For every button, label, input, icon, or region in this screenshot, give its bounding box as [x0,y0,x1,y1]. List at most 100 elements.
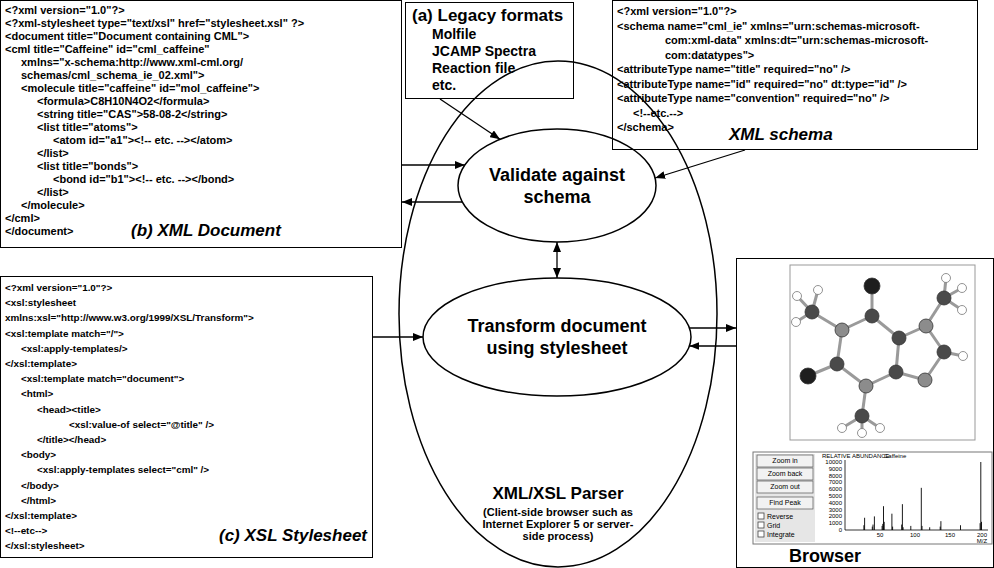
axis-tick: 10000 [825,459,842,465]
peak-line [960,525,961,530]
code-line: </list> [5,147,69,160]
molecule-panel [790,265,975,440]
atom-ball [937,291,951,305]
spectrum-peaks [864,462,982,530]
code-line: </molecule> [5,199,85,212]
code-line: <xsl:stylesheet [5,295,76,310]
code-line: schemas/cml_schema_ie_02.xml"> [5,69,204,82]
code-line: <list title="bonds"> [5,160,138,173]
code-line: <xsl:template match="/"> [5,326,124,341]
code-line: </title></head> [5,432,106,447]
format-item: etc. [412,77,563,94]
atom-ball [793,292,802,301]
axis-tick: 4000 [829,500,842,506]
button-label: Zoom in [772,457,797,464]
axis-tick: 3000 [829,507,842,513]
code-line: <?xml-stylesheet type="text/xsl" href="s… [5,17,304,30]
code-line: <attributeType name="convention" require… [617,91,890,106]
peak-line [891,514,892,530]
code-line: xmlns="x-schema:http://www.xml-cml.org/ [5,56,243,69]
box-caption: (b) XML Document [131,221,281,241]
atom-ball [792,318,801,327]
code-line: </html> [5,493,56,508]
flow-arrow [373,336,423,337]
atom-ball [805,305,819,319]
code-line: <xsl:apply-templates/> [5,341,127,356]
axis-tick: 150 [945,532,955,538]
axis-tick: 6000 [829,486,842,492]
code-line: </xsl:stylesheet> [5,538,85,553]
atom-ball [859,379,873,393]
process-label: Transform document using stylesheet [450,315,665,359]
code-line: <formula>C8H10N4O2</formula> [5,95,209,108]
flow-arrow [689,345,736,346]
flow-arrow [402,201,462,202]
code-line: <schema name="cml_ie" xmlns="urn:schemas… [617,19,920,34]
x-axis [845,530,988,531]
checkbox [758,522,764,528]
code-line: <?xml version="1.0"?> [617,4,737,19]
code-box: <?xml version="1.0"?><schema name="cml_i… [612,0,978,150]
parser-title: XML/XSL Parser [398,484,718,504]
button [757,468,813,480]
axis-tick: 100 [910,532,920,538]
process-ellipse: Validate against schema [457,128,657,243]
caffeine-molecule [792,274,968,438]
peak-line [981,522,982,530]
parser-ellipse: XML/XSL Parser(Client-side browser such … [398,60,718,568]
code-line: <string title="CAS">58-08-2</string> [5,108,227,121]
spectrum-applet [753,452,992,544]
flow-arrow [440,99,500,139]
code-line: <attributeType name="title" required="no… [617,62,850,77]
code-line: com:datatypes"> [617,48,754,63]
format-item: JCAMP Spectra [412,43,563,60]
peak-line [882,526,883,530]
peak-line [901,525,902,530]
code-line: <body> [5,447,56,462]
atom-ball [864,278,880,294]
peak-line [883,506,884,530]
flow-arrow [689,327,736,328]
peak-line [873,525,874,530]
peak-line [902,504,903,530]
atom-ball [830,357,844,371]
y-axis [845,460,846,530]
atom-ball [876,424,885,433]
axis-tick: 9000 [829,466,842,472]
button [757,455,813,467]
atom-ball [958,306,967,315]
axis-tick: 2000 [829,513,842,519]
peak-line [864,518,865,530]
code-line: <!--etc--> [5,523,47,538]
process-ellipse: Transform document using stylesheet [422,277,692,397]
axis-tick: 1000 [829,520,842,526]
code-line: </cml> [5,212,40,225]
code-line: <molecule title="caffeine" id="mol_caffe… [5,82,260,95]
code-line: <html> [5,386,53,401]
code-line: <document title="Document containing CML… [5,30,249,43]
peak-line [874,516,875,530]
atom-ball [858,429,867,438]
box-heading: (a) Legacy formats [412,5,563,26]
format-item: Molfile [412,26,563,43]
peak-line [910,526,911,530]
box-caption: XML schema [729,125,833,145]
format-box: (a) Legacy formatsMolfileJCAMP SpectraRe… [405,2,574,99]
checkbox [758,531,764,537]
code-line: xmlns:xsl="http://www.w3.org/1999/XSL/Tr… [5,310,254,325]
button-column [755,454,815,542]
atom-ball [937,345,951,359]
peak-line [882,524,883,530]
code-line: <?xml version="1.0"?> [5,280,112,295]
flow-arrow [556,242,557,278]
code-line: com:xml-data" xmlns:dt="urn:schemas-micr… [617,33,928,48]
button-label: Find Peak [769,499,801,506]
button [757,497,813,509]
checkbox-label: Reverse [767,513,793,520]
code-box: <?xml version="1.0"?><xsl:stylesheetxmln… [0,276,373,558]
button [757,481,813,493]
code-line: <bond id="b1"><!-- etc. --></bond> [5,173,234,186]
code-line: <xsl:template match="document"> [5,371,184,386]
ellipse-shape [399,61,717,567]
process-label: Validate against schema [482,164,632,208]
